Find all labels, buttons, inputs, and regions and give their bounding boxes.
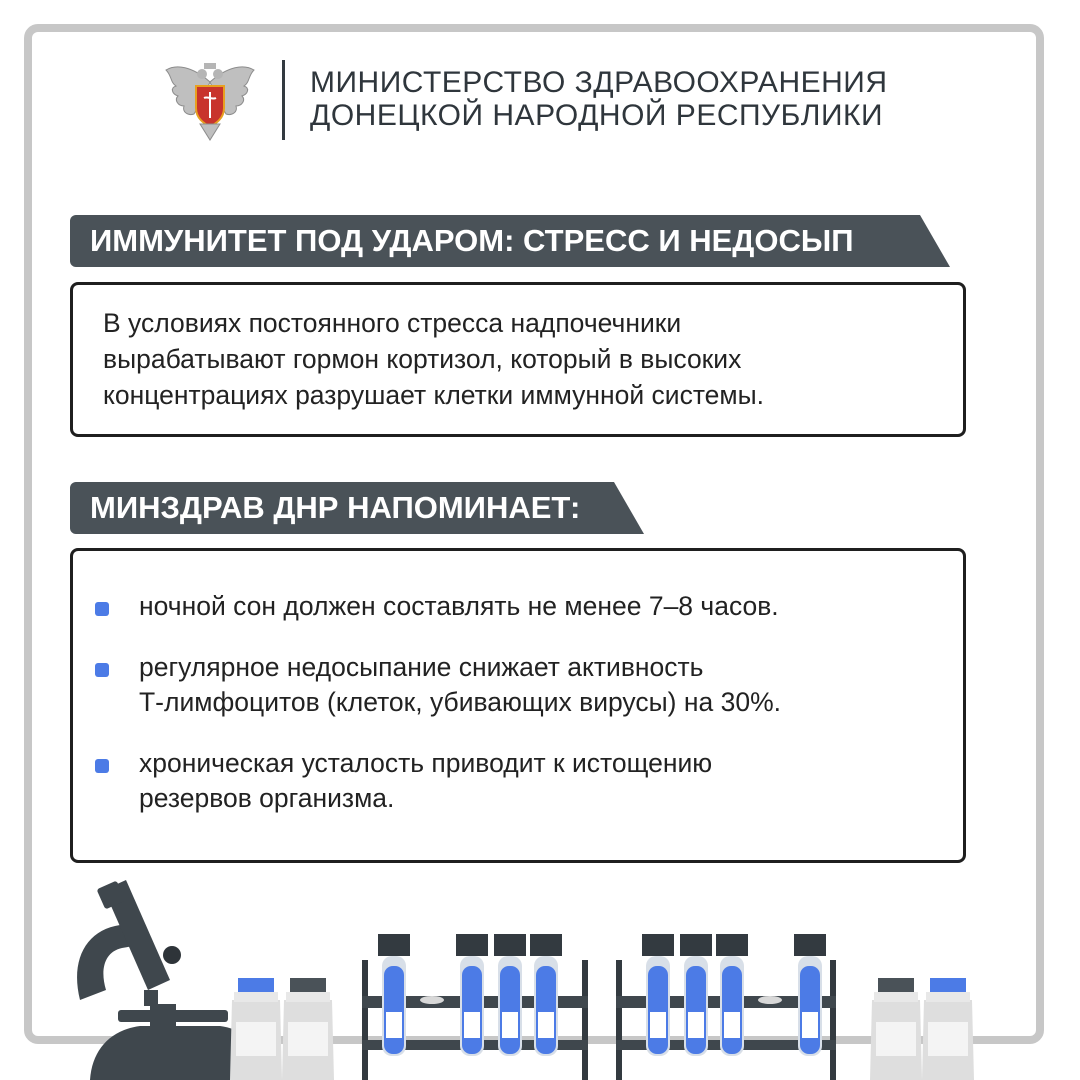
intro-text-line3: концентрациях разрушает клетки иммунной … — [103, 380, 765, 410]
vial-icon — [870, 978, 922, 1080]
list-item-line1: регулярное недосыпание снижает активност… — [139, 652, 704, 682]
list-item-text: ночной сон должен составлять не менее 7–… — [139, 589, 779, 624]
vial-icon — [922, 978, 974, 1080]
vial-icon — [282, 978, 334, 1080]
bullet-icon — [95, 663, 109, 677]
bullet-icon — [95, 759, 109, 773]
list-item-line1: ночной сон должен составлять не менее 7–… — [139, 591, 779, 621]
header-divider — [282, 60, 285, 140]
ministry-title-line1: МИНИСТЕРСТВО ЗДРАВООХРАНЕНИЯ — [310, 66, 888, 99]
intro-text-line1: В условиях постоянного стресса надпочечн… — [103, 308, 682, 338]
ministry-title: МИНИСТЕРСТВО ЗДРАВООХРАНЕНИЯ ДОНЕЦКОЙ НА… — [310, 66, 1010, 132]
intro-text: В условиях постоянного стресса надпочечн… — [103, 305, 963, 413]
list-item-text: регулярное недосыпание снижает активност… — [139, 650, 781, 720]
lab-illustration — [77, 880, 974, 1080]
section1-heading: ИММУНИТЕТ ПОД УДАРОМ: СТРЕСС И НЕДОСЫП — [70, 215, 950, 267]
test-tube-rack-icon — [362, 934, 588, 1080]
vial-icon — [230, 978, 282, 1080]
section2-heading: МИНЗДРАВ ДНР НАПОМИНАЕТ: — [70, 482, 644, 534]
list-item-line2: резервов организма. — [139, 783, 395, 813]
list-item-line2: Т-лимфоцитов (клеток, убивающих вирусы) … — [139, 687, 782, 717]
coat-of-arms-icon — [165, 63, 255, 141]
ministry-title-line2: ДОНЕЦКОЙ НАРОДНОЙ РЕСПУБЛИКИ — [310, 99, 884, 132]
intro-box: В условиях постоянного стресса надпочечн… — [70, 282, 966, 437]
list-item-line1: хроническая усталость приводит к истощен… — [139, 748, 713, 778]
list-item-text: хроническая усталость приводит к истощен… — [139, 746, 712, 816]
bullet-icon — [95, 602, 109, 616]
reminder-box: ночной сон должен составлять не менее 7–… — [70, 548, 966, 863]
intro-text-line2: вырабатывают гормон кортизол, который в … — [103, 344, 742, 374]
test-tube-rack-icon — [616, 934, 836, 1080]
microscope-icon — [77, 880, 262, 1080]
